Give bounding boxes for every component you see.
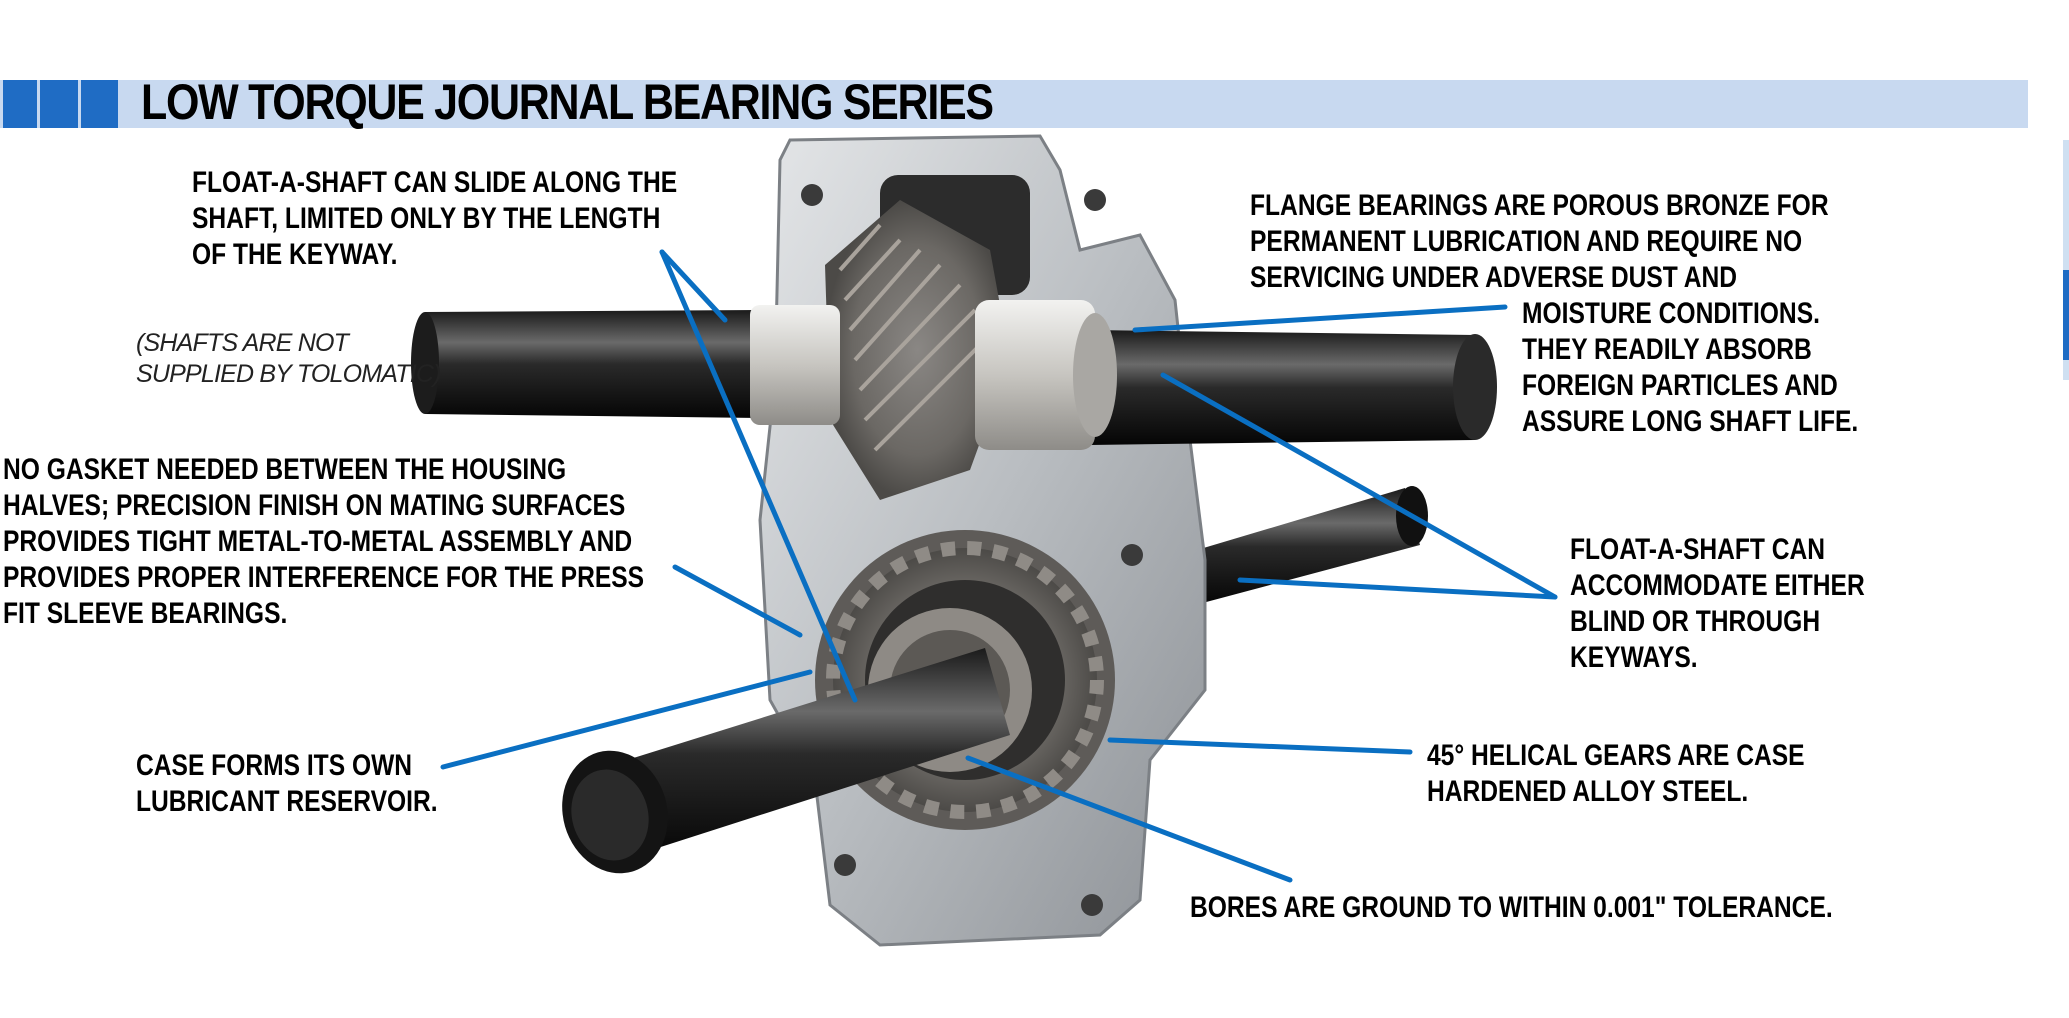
leader-keyways-a [1160,372,1558,600]
upper-shaft [411,310,1497,445]
helical-gear-upper [825,200,1010,500]
callout-bores: BORES ARE GROUND TO WITHIN 0.001" TOLERA… [1190,891,1833,924]
leader-keyways-b [1237,577,1558,600]
callout-no-gasket: NO GASKET NEEDED BETWEEN THE HOUSING HAL… [3,453,645,630]
page-edge-tab-accent [2063,270,2069,360]
leader-float-slide-a [659,249,728,323]
callout-float-keyways: FLOAT-A-SHAFT CAN ACCOMMODATE EITHER BLI… [1570,533,1865,674]
leader-no-gasket [672,564,803,638]
leader-flange [1132,304,1508,333]
header-accent-block [40,80,78,128]
leader-float-slide-b [659,249,858,703]
header-band [0,80,2028,128]
callout-helical-gears: 45° HELICAL GEARS ARE CASE HARDENED ALLO… [1427,739,1805,808]
callout-float-slide: FLOAT-A-SHAFT CAN SLIDE ALONG THE SHAFT,… [192,166,678,271]
flange-bearing-upper [750,300,1117,450]
callout-flange-bearings-cont: MOISTURE CONDITIONS. THEY READILY ABSORB… [1522,297,1859,438]
leader-lines [440,249,1558,883]
leader-helical [1107,737,1413,755]
leader-reservoir [440,669,813,770]
page-title: LOW TORQUE JOURNAL BEARING SERIES [141,74,994,130]
leader-bores [965,755,1293,883]
lower-shaft [562,648,1010,874]
callout-flange-bearings: FLANGE BEARINGS ARE POROUS BRONZE FOR PE… [1250,189,1829,294]
page-edge-tab [2063,140,2069,380]
callout-reservoir: CASE FORMS ITS OWN LUBRICANT RESERVOIR. [136,749,438,818]
header-accent-block [3,80,37,128]
header-accent-block [81,80,118,128]
callout-shafts-note: (SHAFTS ARE NOT SUPPLIED BY TOLOMATIC) [136,329,442,388]
